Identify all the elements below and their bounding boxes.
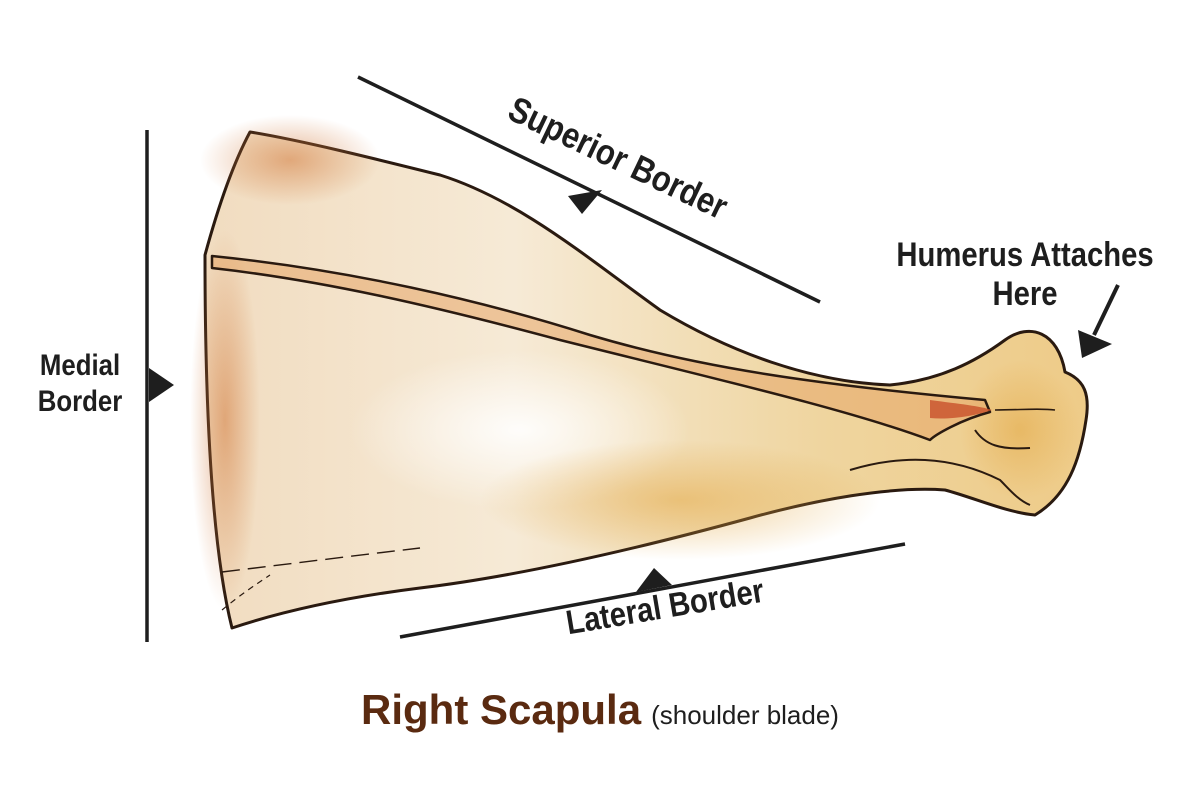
title-subtitle: (shoulder blade) (651, 700, 839, 730)
left-rust-wash (190, 230, 260, 610)
lateral-border-indicator (399, 542, 906, 639)
head-ochre-wash (960, 360, 1080, 500)
medial-border-label: Medial Border (28, 348, 131, 420)
medial-border-arrow (149, 368, 174, 402)
inferior-angle-line (221, 574, 271, 611)
humerus-arrow-head (1078, 330, 1112, 358)
medial-border-indicator (145, 130, 174, 642)
medial-border-label-line2: Border (37, 385, 123, 418)
humerus-label-line2: Here (992, 275, 1058, 313)
scapular-spine (210, 254, 992, 442)
humerus-attach-arrow (1078, 284, 1120, 358)
neck-line-upper (994, 408, 1056, 411)
scapula-illustration (190, 115, 1089, 630)
superior-border-line (357, 75, 821, 304)
superior-border-arrow (568, 190, 602, 214)
superior-border-indicator (357, 75, 821, 304)
spine-red-accent (930, 400, 992, 419)
title-main: Right Scapula (361, 686, 642, 733)
medial-border-label-line1: Medial (39, 349, 121, 382)
ochre-wash (480, 440, 880, 560)
lateral-border-arrow (636, 568, 672, 592)
diagram-title: Right Scapula (shoulder blade) (0, 686, 1200, 734)
neck-line (849, 458, 1031, 506)
lateral-border-line (399, 542, 906, 639)
humerus-arrow-shaft (1092, 284, 1120, 336)
humerus-label-line1: Humerus Attaches (896, 236, 1154, 274)
glenoid-line (974, 429, 1031, 450)
humerus-attaches-label: Humerus Attaches Here (883, 236, 1167, 314)
top-rust-wash (200, 115, 380, 205)
